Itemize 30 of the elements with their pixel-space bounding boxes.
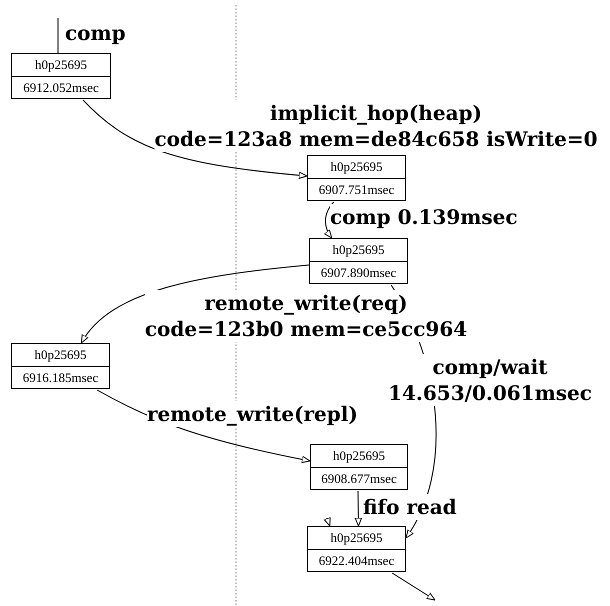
- arrow: [392, 572, 436, 600]
- arrow: [80, 264, 310, 344]
- box-text: 6907.890msec: [310, 261, 407, 283]
- box-text: h0p25695: [34, 56, 88, 74]
- box-text: 6908.677msec: [311, 467, 407, 489]
- box-text: h0p25695: [330, 529, 384, 547]
- edge-label: implicit_hop(heap) code=123a8 mem=de84c658 isWrite=0: [154, 100, 598, 152]
- box-text: 6907.751msec: [308, 178, 405, 200]
- edge-label: comp 0.139msec: [330, 204, 518, 230]
- process-box: [307, 526, 406, 572]
- box-text: h0p25695: [34, 346, 88, 364]
- process-box: [310, 444, 408, 490]
- arrow: [324, 202, 334, 238]
- box-text: 6922.404msec: [308, 549, 405, 571]
- box-text: 6912.052msec: [12, 76, 110, 98]
- edge-label: fifo read: [363, 494, 457, 520]
- box-text: h0p25695: [332, 447, 386, 465]
- box-text: 6916.185msec: [12, 366, 109, 388]
- arrow: [354, 490, 362, 526]
- arrow: [82, 100, 308, 179]
- process-box: [307, 155, 406, 201]
- edge-label: remote_write(repl): [147, 401, 358, 427]
- process-box: [11, 53, 111, 99]
- box-text: h0p25695: [332, 241, 386, 259]
- process-box: [309, 238, 408, 284]
- box-text: h0p25695: [330, 158, 384, 176]
- edge-label: remote_write(req) code=123b0 mem=ce5cc964: [144, 290, 468, 342]
- edge-label: comp/wait 14.653/0.061msec: [388, 354, 592, 406]
- arrow: [324, 516, 331, 526]
- process-box: [11, 343, 110, 389]
